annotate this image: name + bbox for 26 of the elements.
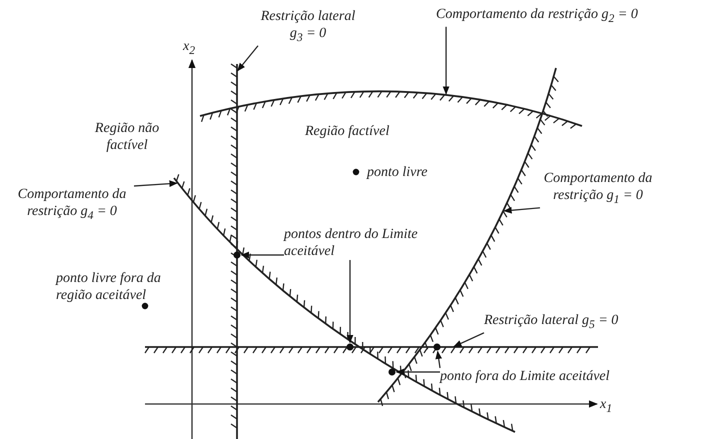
leader-arrow xyxy=(134,180,178,188)
leader-arrow xyxy=(240,252,284,258)
point-label: pontos dentro do Limite aceitável xyxy=(284,226,424,260)
constraint-label: Comportamento da restrição g$_{4}$ = 0 xyxy=(10,186,134,224)
point-dot xyxy=(434,344,440,350)
leader-arrow xyxy=(237,45,258,72)
leader-arrow xyxy=(442,26,450,95)
region-label: Região não factível xyxy=(94,120,160,154)
constraint-line xyxy=(144,346,598,354)
constraint-line xyxy=(230,64,238,439)
constraint-label: Restrição lateral g$_{5}$ = 0 xyxy=(484,312,684,333)
leader-arrow xyxy=(453,332,484,348)
constraint-label: Comportamento da restrição g$_{1}$ = 0 xyxy=(540,170,656,208)
point-label: ponto livre fora da região aceitável xyxy=(56,270,162,304)
point-dot xyxy=(388,368,396,376)
leader-arrow xyxy=(503,206,540,214)
constraint-label: Restrição lateral g$_{3}$ = 0 xyxy=(258,8,358,46)
constraint-label: Comportamento da restrição g$_{2}$ = 0 xyxy=(436,6,712,27)
leader-arrow xyxy=(346,260,354,344)
point-label: ponto livre xyxy=(367,164,429,181)
leader-arrow xyxy=(396,368,440,376)
point-label: ponto fora do Limite aceitável xyxy=(440,368,690,385)
axis-label: x$_{1}$ xyxy=(600,396,614,417)
axis-label: x$_{2}$ xyxy=(183,38,196,59)
leader-arrow xyxy=(435,350,442,368)
region-label: Região factível xyxy=(305,123,390,140)
